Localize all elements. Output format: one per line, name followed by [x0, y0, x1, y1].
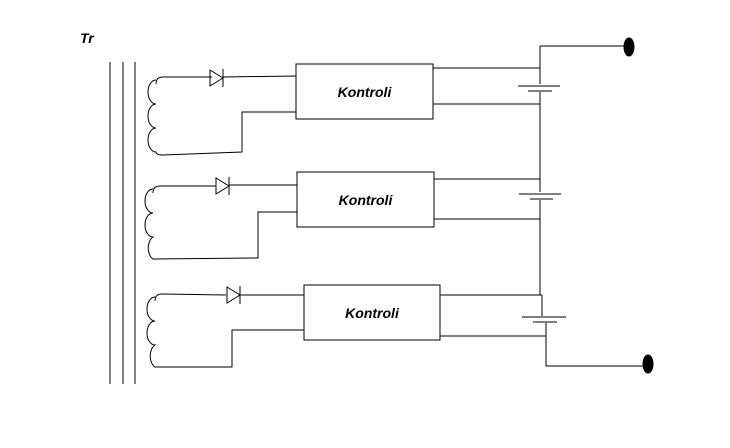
control-block-1: [295, 63, 434, 120]
control-block-3-label: Kontroli: [345, 305, 399, 321]
control-block-1-label: Kontroli: [337, 84, 392, 100]
battery-cell-2: [519, 193, 561, 200]
transformer-label: Tr: [80, 30, 94, 46]
output-wiring: [433, 46, 547, 366]
battery-cell-3: [522, 316, 566, 323]
diode-3: [226, 286, 304, 304]
secondary-winding-2: [144, 177, 297, 260]
secondary-winding-3: [146, 286, 304, 368]
control-block-2: [296, 171, 435, 228]
transformer-core: [109, 62, 136, 384]
battery-cell-1: [518, 85, 560, 92]
diode-1: [209, 69, 297, 87]
control-block-2-label: Kontroli: [338, 192, 393, 208]
output-terminal-bottom: [546, 354, 654, 374]
secondary-winding-1: [147, 69, 297, 156]
output-terminal-top: [540, 37, 635, 57]
control-block-3: [303, 284, 441, 341]
diode-2: [215, 177, 297, 195]
